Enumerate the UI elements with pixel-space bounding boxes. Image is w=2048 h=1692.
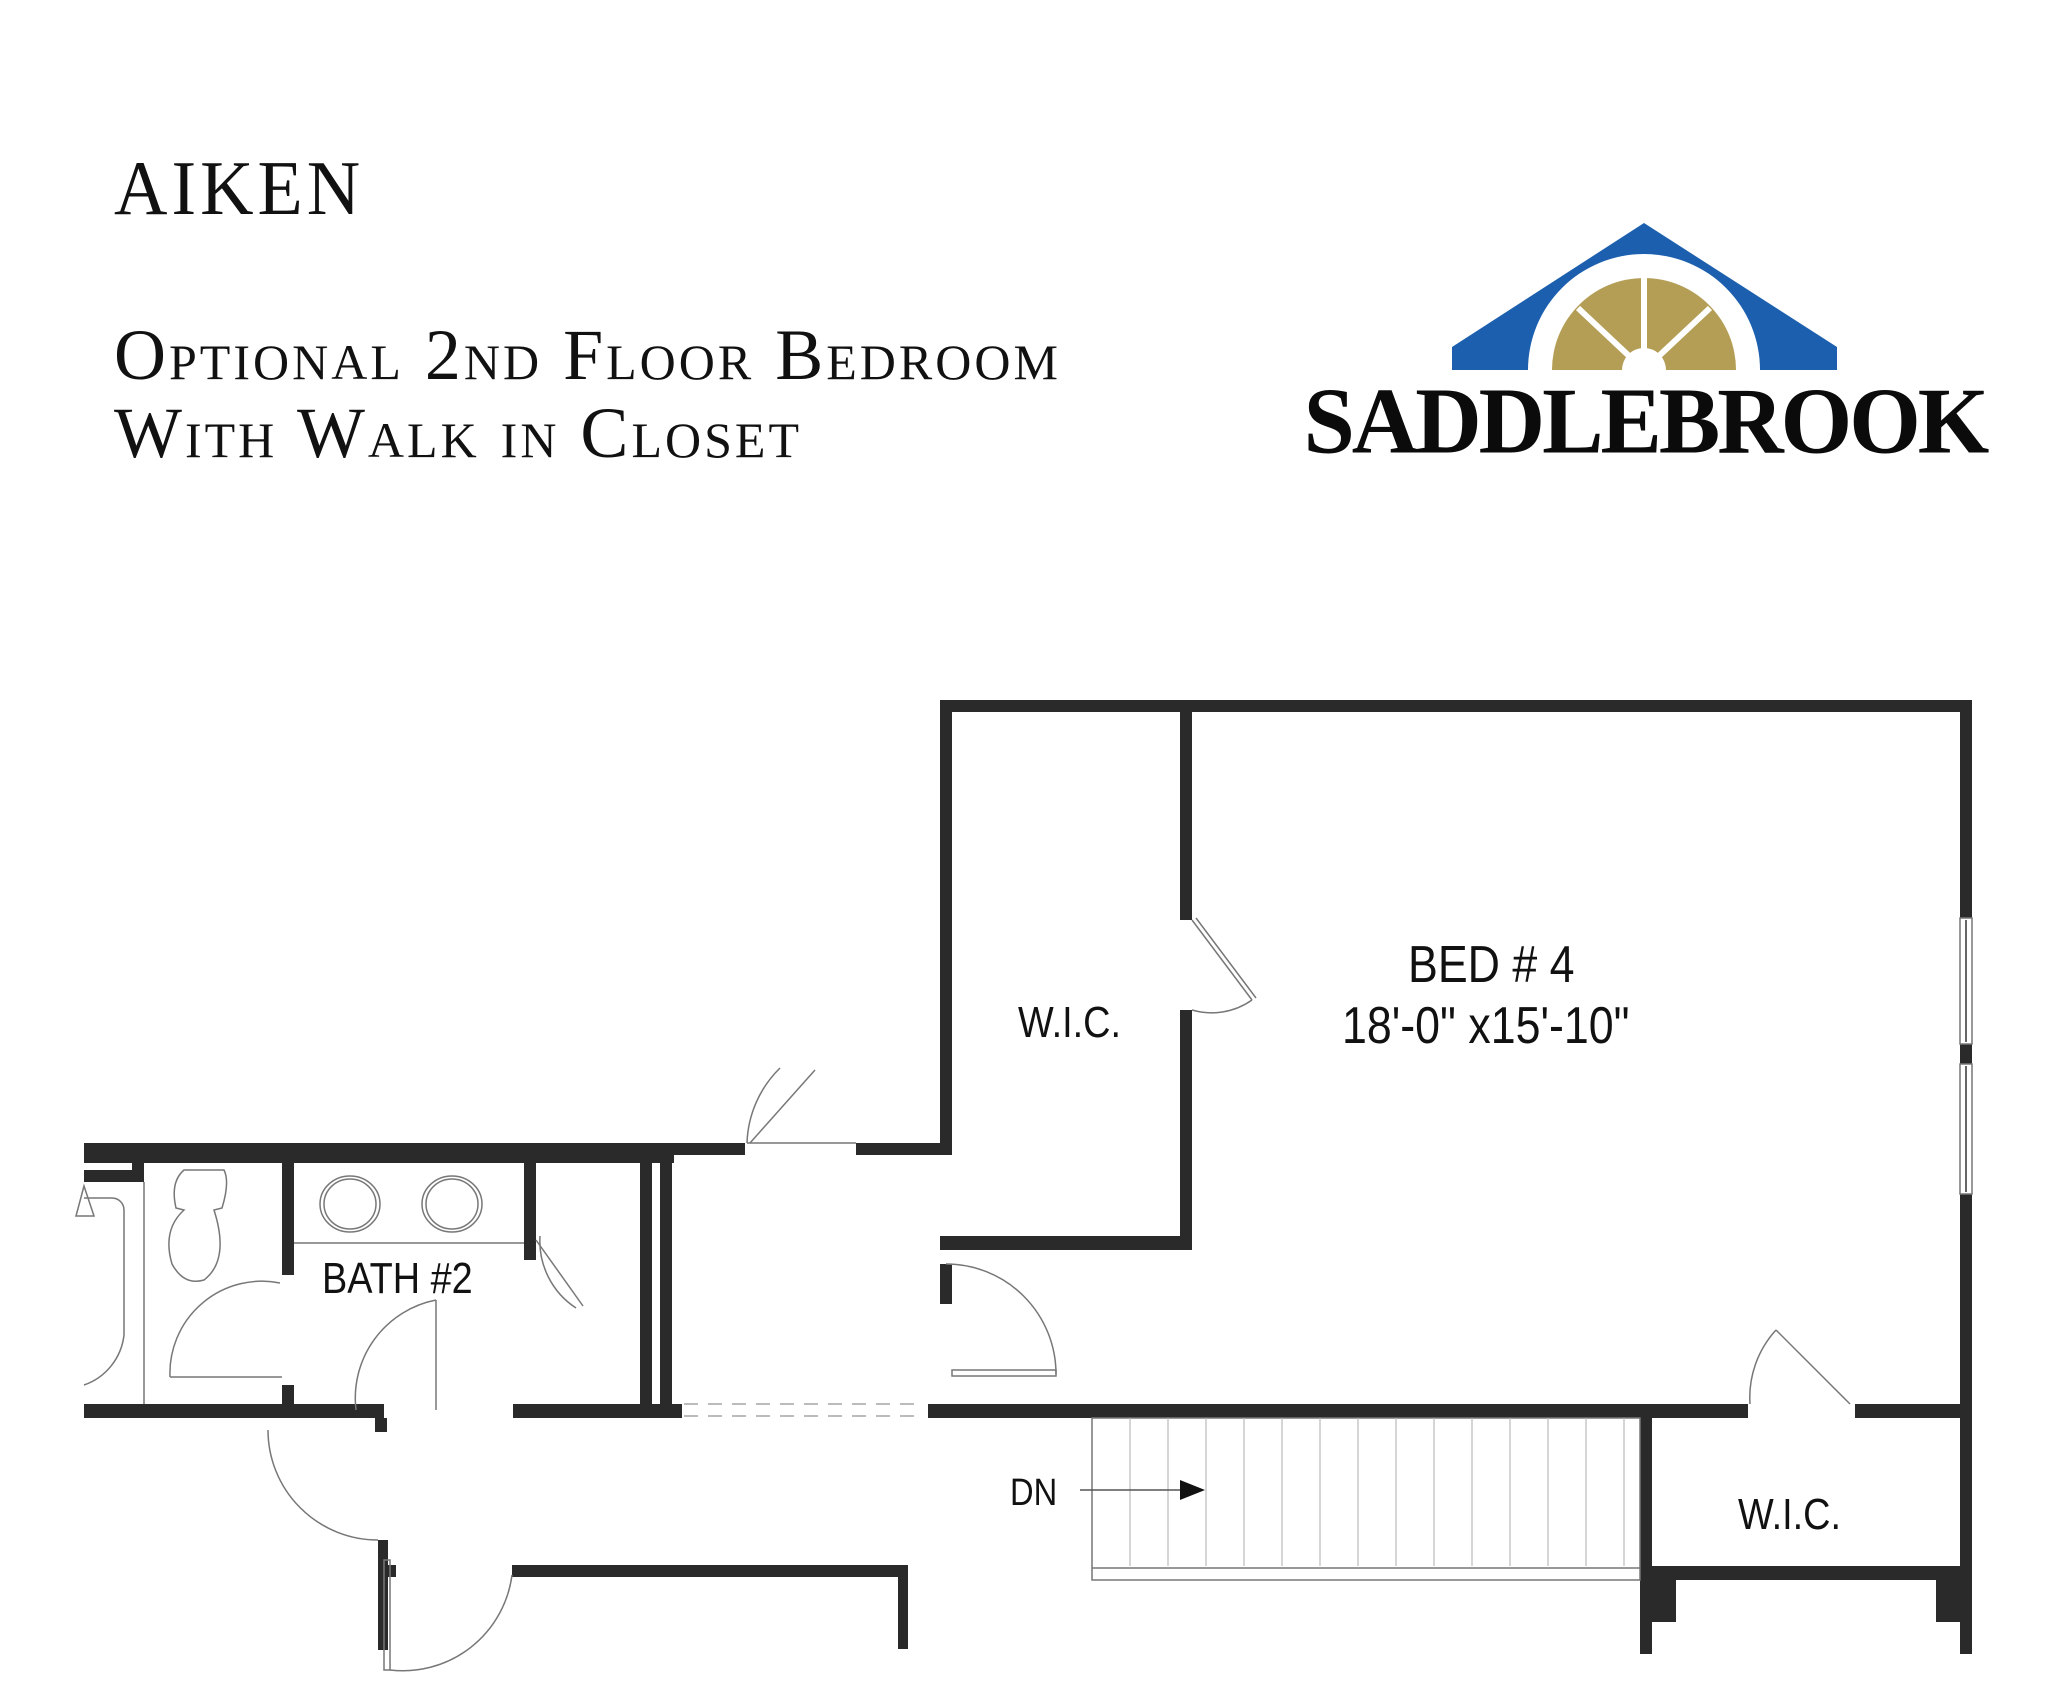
- stair-arrow-icon: [1080, 1480, 1205, 1500]
- walls: [84, 700, 1972, 1654]
- room-bath2: BATH #2: [322, 1254, 473, 1303]
- room-wic-right: W.I.C.: [1738, 1490, 1842, 1539]
- plan-name: AIKEN: [114, 145, 365, 232]
- title-block: AIKEN Optional 2nd Floor Bedroom With Wa…: [114, 150, 1174, 472]
- stairs-down-label: DN: [1010, 1472, 1058, 1514]
- plan-subtitle: Optional 2nd Floor Bedroom With Walk in …: [114, 315, 1061, 473]
- stair-treads: [1129, 1418, 1625, 1566]
- room-wic-left: W.I.C.: [1018, 998, 1122, 1047]
- saddlebrook-logo: SADDLEBROOK: [1300, 220, 1990, 473]
- room-bed4-dimensions: 18'-0" x15'-10": [1342, 997, 1630, 1055]
- opening-dashes: [684, 1403, 922, 1417]
- doors-and-fixtures: [75, 917, 1973, 1672]
- roof-window-icon: [1452, 223, 1837, 373]
- brand-wordmark: SADDLEBROOK: [1303, 368, 1990, 474]
- room-bed4-name: BED # 4: [1408, 936, 1575, 994]
